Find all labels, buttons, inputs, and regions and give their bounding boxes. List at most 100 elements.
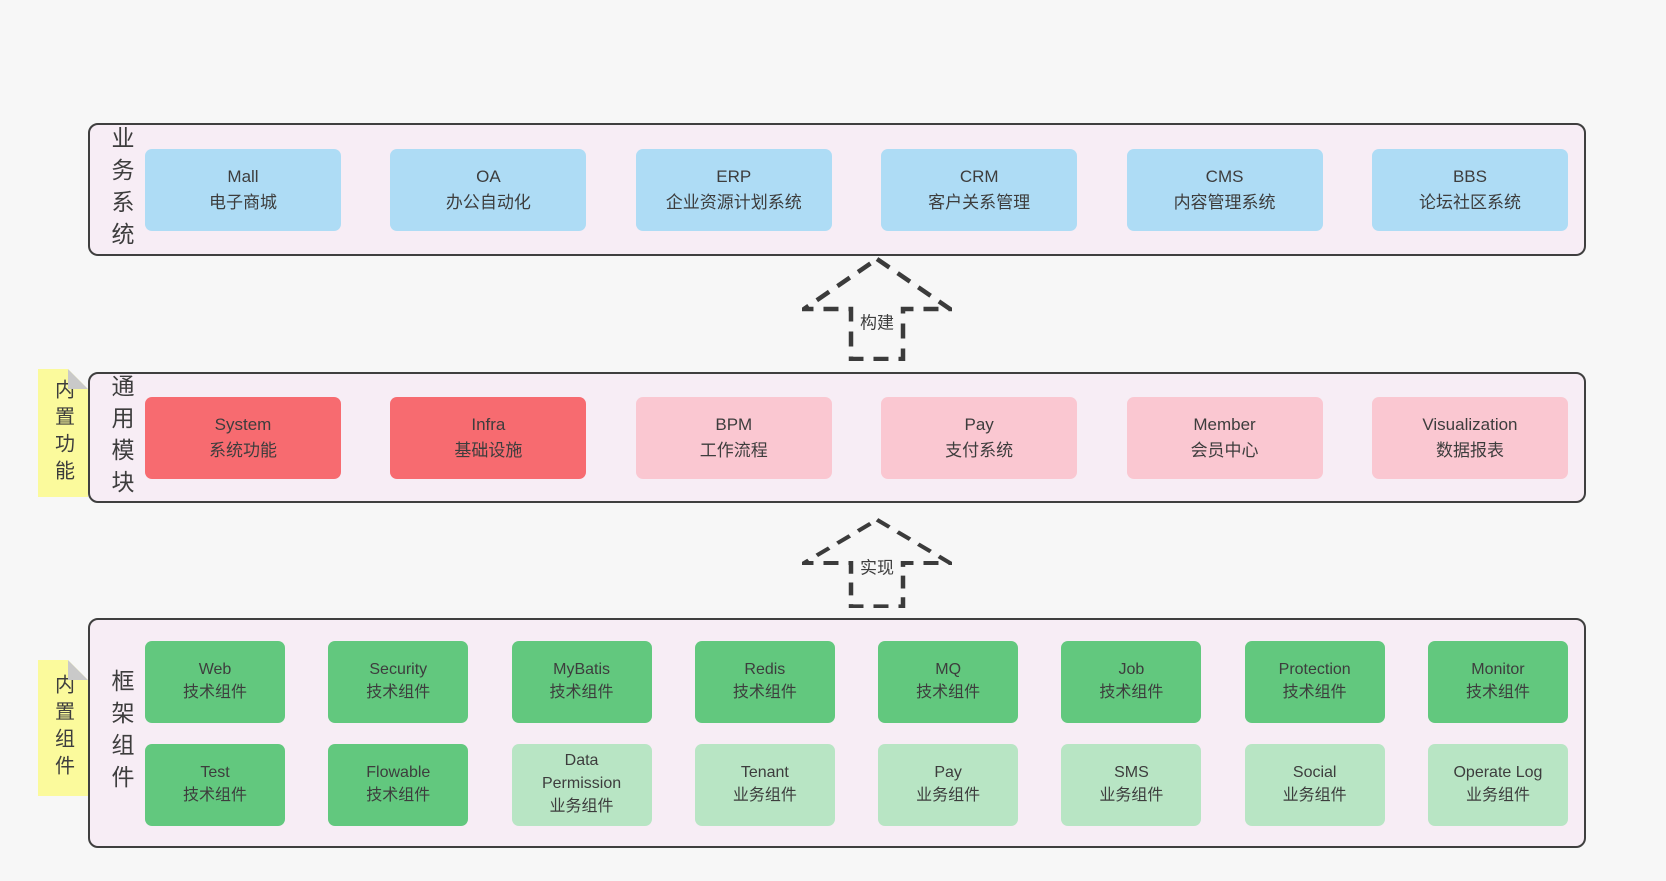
box-title: Pay: [934, 763, 962, 781]
box-title: BBS: [1452, 167, 1487, 186]
arrow-label-build: 构建: [857, 307, 897, 335]
band-common-modules: 通用模块 System 系统功能 Infra 基础设施 BPM 工作流程 Pay…: [88, 372, 1586, 503]
box-title: BPM: [715, 415, 753, 434]
box-subtitle: 支付系统: [945, 440, 1014, 460]
box-social: Social 业务组件: [1244, 743, 1385, 826]
box-pay-component: Pay 业务组件: [878, 743, 1019, 826]
band-framework-components: 框架组件 Web 技术组件 Security 技术组件 MyBatis 技术组件…: [88, 618, 1586, 848]
box-title: Visualization: [1422, 415, 1518, 434]
band-label-framework-components: 框架组件: [108, 669, 134, 797]
framework-row-1: Web 技术组件 Security 技术组件 MyBatis 技术组件 Redi…: [145, 640, 1568, 723]
arrow-build: 构建: [802, 257, 952, 361]
band-framework-components-content: Web 技术组件 Security 技术组件 MyBatis 技术组件 Redi…: [145, 620, 1568, 846]
box-title: OA: [476, 167, 501, 186]
arrow-implement: 实现: [802, 518, 952, 608]
box-subtitle: 工作流程: [699, 440, 768, 460]
box-subtitle: 技术组件: [182, 786, 247, 804]
box-data-permission: Data Permission 业务组件: [511, 743, 652, 826]
box-erp: ERP 企业资源计划系统: [635, 148, 832, 231]
sticky-note-built-in-features: 内置功能: [38, 369, 88, 497]
box-title: Social: [1292, 763, 1337, 781]
box-subtitle: 业务组件: [916, 786, 981, 804]
box-title: Flowable: [366, 763, 431, 781]
box-title: Redis: [744, 660, 786, 678]
box-subtitle: 技术组件: [182, 683, 247, 701]
sticky-note-built-in-components: 内置组件: [38, 660, 88, 796]
box-subtitle: 业务组件: [1465, 786, 1530, 804]
box-subtitle: 技术组件: [916, 683, 981, 701]
box-title: Web: [198, 660, 232, 678]
box-title: Test: [200, 763, 230, 781]
box-pay-system: Pay 支付系统: [881, 396, 1078, 479]
box-title: Pay: [964, 415, 994, 434]
box-monitor: Monitor 技术组件: [1427, 640, 1568, 723]
band-business-systems: 业务系统 Mall 电子商城 OA 办公自动化 ERP 企业资源计划系统 CRM…: [88, 123, 1586, 256]
box-title: Infra: [471, 415, 506, 434]
dashed-up-arrow-icon: [802, 518, 952, 608]
box-title: Data Permission: [541, 752, 622, 793]
box-subtitle: 办公自动化: [445, 192, 531, 212]
box-title: SMS: [1114, 763, 1149, 781]
box-subtitle: 技术组件: [549, 683, 614, 701]
sticky-fold-corner: [68, 369, 88, 389]
box-subtitle: 技术组件: [1282, 683, 1347, 701]
box-subtitle: 基础设施: [454, 440, 523, 460]
box-subtitle: 会员中心: [1190, 440, 1259, 460]
box-subtitle: 业务组件: [549, 797, 614, 815]
box-title: Mall: [227, 167, 259, 186]
band-business-systems-content: Mall 电子商城 OA 办公自动化 ERP 企业资源计划系统 CRM 客户关系…: [145, 125, 1568, 254]
box-title: CMS: [1205, 167, 1244, 186]
box-infra: Infra 基础设施: [390, 396, 587, 479]
box-subtitle: 数据报表: [1435, 440, 1504, 460]
box-title: CRM: [959, 167, 999, 186]
box-security: Security 技术组件: [328, 640, 469, 723]
box-member: Member 会员中心: [1126, 396, 1323, 479]
band-common-modules-content: System 系统功能 Infra 基础设施 BPM 工作流程 Pay 支付系统…: [145, 374, 1568, 501]
box-mq: MQ 技术组件: [878, 640, 1019, 723]
box-subtitle: 业务组件: [732, 786, 797, 804]
box-redis: Redis 技术组件: [694, 640, 835, 723]
box-title: ERP: [716, 167, 752, 186]
box-operate-log: Operate Log 业务组件: [1427, 743, 1568, 826]
sticky-fold-corner: [68, 660, 88, 680]
box-subtitle: 系统功能: [209, 440, 277, 460]
box-title: Job: [1118, 660, 1145, 678]
band-label-business-systems: 业务系统: [108, 125, 134, 254]
box-flowable: Flowable 技术组件: [328, 743, 469, 826]
box-bbs: BBS 论坛社区系统: [1371, 148, 1568, 231]
box-subtitle: 内容管理系统: [1173, 192, 1276, 212]
box-protection: Protection 技术组件: [1244, 640, 1385, 723]
box-bpm: BPM 工作流程: [635, 396, 832, 479]
dashed-up-arrow-icon: [802, 257, 952, 361]
box-subtitle: 论坛社区系统: [1418, 192, 1521, 212]
framework-row-2: Test 技术组件 Flowable 技术组件 Data Permission …: [145, 743, 1568, 826]
box-oa: OA 办公自动化: [390, 148, 587, 231]
box-subtitle: 技术组件: [1099, 683, 1164, 701]
box-test: Test 技术组件: [145, 743, 285, 826]
box-subtitle: 技术组件: [1465, 683, 1530, 701]
box-mall: Mall 电子商城: [145, 148, 341, 231]
sticky-label: 内置功能: [51, 379, 74, 487]
sticky-label: 内置组件: [51, 674, 74, 782]
box-title: System: [214, 415, 272, 434]
box-title: Monitor: [1471, 660, 1525, 678]
box-job: Job 技术组件: [1061, 640, 1202, 723]
box-subtitle: 电子商城: [209, 192, 277, 212]
arrow-label-implement: 实现: [857, 552, 897, 580]
box-subtitle: 技术组件: [366, 683, 431, 701]
box-subtitle: 业务组件: [1099, 786, 1164, 804]
box-title: Tenant: [740, 763, 789, 781]
box-subtitle: 客户关系管理: [928, 192, 1031, 212]
box-sms: SMS 业务组件: [1061, 743, 1202, 826]
box-title: Security: [369, 660, 428, 678]
box-title: MyBatis: [553, 660, 611, 678]
band-label-common-modules: 通用模块: [108, 373, 134, 502]
box-title: Member: [1193, 415, 1256, 434]
box-visualization: Visualization 数据报表: [1371, 396, 1568, 479]
box-subtitle: 技术组件: [366, 786, 431, 804]
box-mybatis: MyBatis 技术组件: [511, 640, 652, 723]
box-title: Operate Log: [1453, 763, 1543, 781]
box-title: MQ: [935, 660, 962, 678]
box-crm: CRM 客户关系管理: [881, 148, 1078, 231]
